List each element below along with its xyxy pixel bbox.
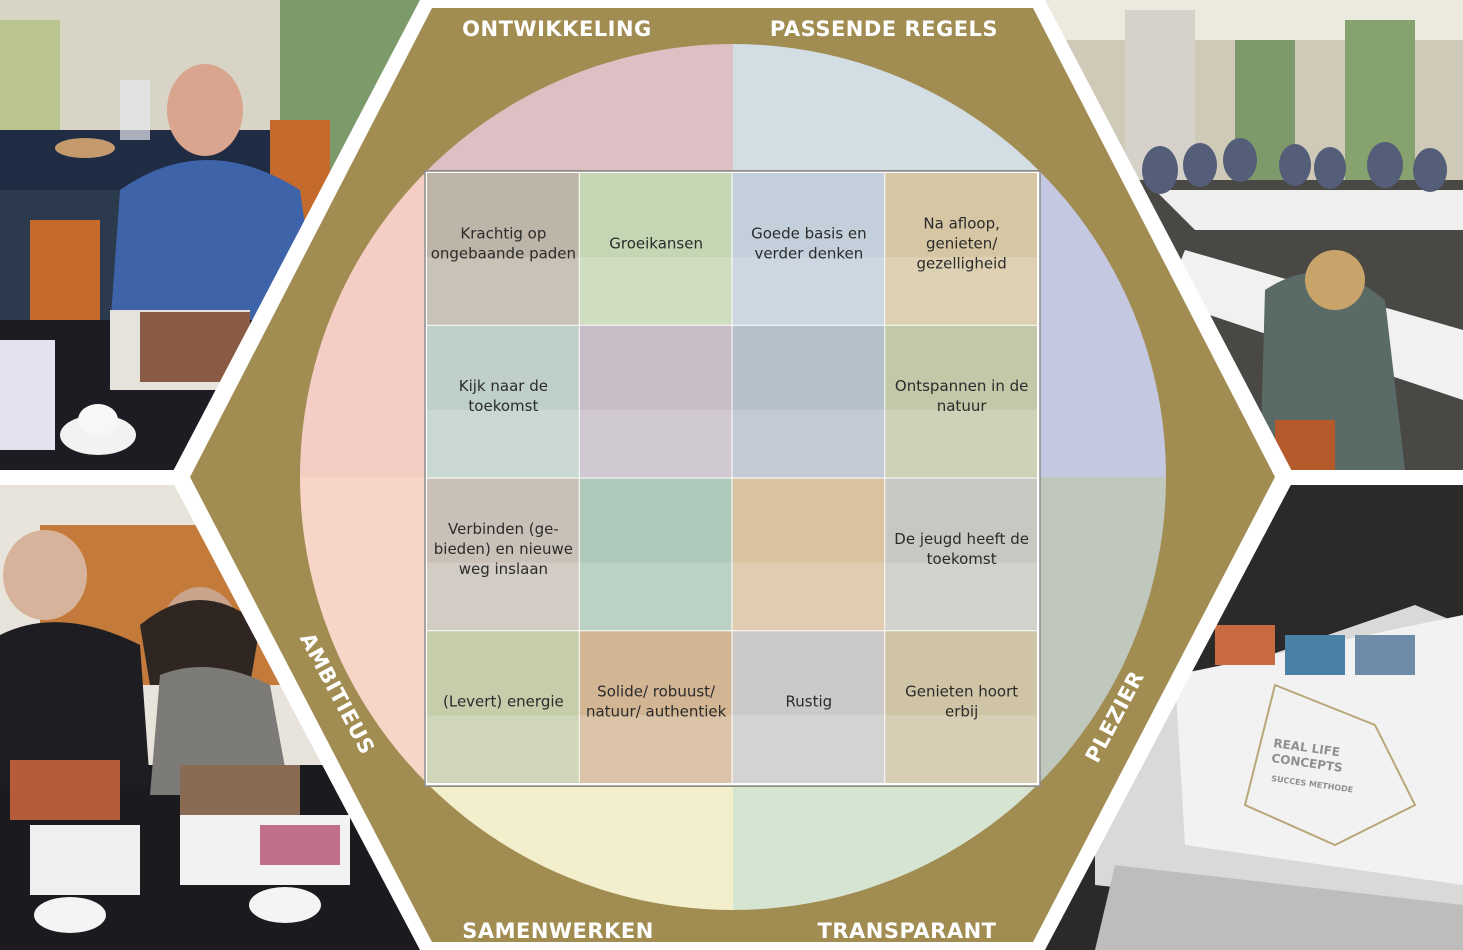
photo-stack-of-books: REAL LIFE CONCEPTS SUCCES METHODE (1035, 485, 1463, 950)
tile-shade (427, 409, 579, 478)
tile-label-line: erbij (945, 703, 978, 721)
tile-grid: Krachtig op ongebaande paden Groeikansen Go… (427, 173, 1037, 783)
tile-shade (427, 562, 579, 631)
tile-image (427, 173, 579, 325)
tile-shade (885, 257, 1037, 325)
tile-16: Genieten hoort erbij (885, 631, 1037, 783)
tile-label-line: Verbinden (ge- (448, 520, 559, 538)
tile-image (579, 631, 732, 783)
label-passende-regels: PASSENDE REGELS (770, 17, 998, 41)
tile-8: Ontspannen in de natuur (885, 325, 1037, 478)
tile-shade (732, 257, 885, 325)
tile-shade (427, 715, 579, 783)
tile-3: Goede basis en verder denken (732, 173, 885, 325)
tile-label-line: Genieten hoort (905, 683, 1018, 701)
tile-7 (732, 325, 885, 478)
tile-shade (732, 562, 885, 631)
tile-label-line: Na afloop, (923, 214, 999, 232)
photo-two-people-working (0, 485, 430, 950)
tile-shade (427, 257, 579, 325)
tile-label-line: Ontspannen in de (895, 377, 1028, 395)
tile-label-line: gezelligheid (916, 254, 1006, 272)
tile-shade (579, 562, 732, 631)
tile-shade (885, 409, 1037, 478)
tile-13: (Levert) energie (427, 631, 579, 783)
tile-image (732, 325, 885, 478)
tile-image (427, 478, 579, 631)
tile-image (885, 325, 1037, 478)
tile-image (732, 173, 885, 325)
tile-shade (885, 562, 1037, 631)
tile-14: Solide/ robuust/natuur/ authentiek (579, 631, 732, 783)
tile-shade (579, 257, 732, 325)
tile-image (885, 631, 1037, 783)
tile-image (427, 325, 579, 478)
tile-image (732, 478, 885, 631)
tile-5: Kijk naar de toekomst (427, 325, 579, 478)
tile-image (885, 478, 1037, 631)
tile-image (579, 325, 732, 478)
tile-image (579, 478, 732, 631)
tile-label-line: verder denken (754, 244, 863, 262)
tile-label-line: De jeugd heeft de (894, 530, 1029, 548)
tile-image (732, 631, 885, 783)
tile-label-line: natuur (937, 397, 988, 415)
tile-image (427, 631, 579, 783)
tile-label-line: natuur/ authentiek (586, 703, 727, 721)
tile-label-line: Krachtig op (460, 224, 546, 242)
label-samenwerken: SAMENWERKEN (462, 919, 654, 943)
tile-shade (579, 715, 732, 783)
tile-label-line: Solide/ robuust/ (597, 683, 716, 701)
tile-label-line: Goede basis en (751, 224, 867, 242)
tile-label-line: genieten/ (926, 234, 998, 252)
tile-label-line: (Levert) energie (443, 693, 564, 711)
tile-label-line: weg inslaan (459, 560, 548, 578)
label-ontwikkeling: ONTWIKKELING (462, 17, 652, 41)
tile-1: Krachtig op ongebaande paden (427, 173, 579, 325)
tile-shade (732, 715, 885, 783)
tile-label-line: bieden) en nieuwe (434, 540, 573, 558)
tile-10 (579, 478, 732, 631)
tile-6 (579, 325, 732, 478)
tile-label-line: Groeikansen (609, 234, 703, 252)
tile-4: Na afloop, genieten/gezelligheid (885, 173, 1037, 325)
tile-label-line: Rustig (786, 693, 833, 711)
tile-label-line: Kijk naar de (459, 377, 548, 395)
tile-image (885, 173, 1037, 325)
tile-shade (732, 409, 885, 478)
tile-shade (885, 715, 1037, 783)
tile-shade (579, 409, 732, 478)
tile-11 (732, 478, 885, 631)
label-transparant: TRANSPARANT (818, 919, 997, 943)
tile-label-line: ongebaande paden (431, 244, 576, 262)
tile-9: Verbinden (ge-bieden) en nieuwe weg insla… (427, 478, 579, 631)
tile-label-line: toekomst (468, 397, 538, 415)
tile-12: De jeugd heeft de toekomst (885, 478, 1037, 631)
tile-2: Groeikansen (579, 173, 732, 325)
tile-15: Rustig (732, 631, 885, 783)
tile-image (579, 173, 732, 325)
tile-label-line: toekomst (927, 550, 997, 568)
